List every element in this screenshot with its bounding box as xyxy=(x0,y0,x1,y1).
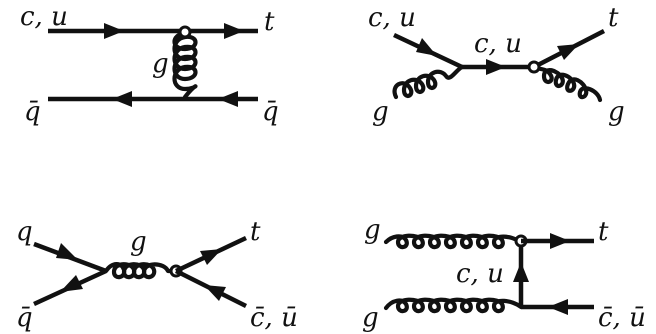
gluon-propagator xyxy=(172,30,198,100)
label-out-antiquark: q̄ xyxy=(262,97,279,127)
gluon-propagator xyxy=(103,262,177,280)
label-propagator: c, u xyxy=(456,259,504,289)
arrow-in xyxy=(56,243,78,260)
diagram-3: q g t q̄ c̄, ū xyxy=(16,217,298,333)
gluon-bottom xyxy=(383,297,524,314)
arrow-back xyxy=(60,275,83,292)
vertex xyxy=(527,60,541,74)
arrow-out xyxy=(557,44,579,60)
label-in-gluon-bottom: g xyxy=(362,303,379,333)
label-in-quark: c, u xyxy=(368,3,416,33)
label-in-gluon: g xyxy=(372,97,389,127)
label-out-top: t xyxy=(250,217,261,247)
label-out-antiquark: c̄, ū xyxy=(598,303,646,333)
label-in-quark: c, u xyxy=(20,2,68,32)
label-out-antiquark: c̄, ū xyxy=(250,303,298,333)
label-out-gluon: g xyxy=(608,97,625,127)
vertex xyxy=(178,25,192,39)
arrow-right xyxy=(486,59,506,75)
arrow-left xyxy=(112,91,132,107)
label-out-top: t xyxy=(264,7,275,37)
label-gluon: g xyxy=(130,227,147,257)
label-in-gluon-top: g xyxy=(364,215,381,245)
arrow-right xyxy=(550,233,570,249)
gluon-incoming xyxy=(392,64,465,100)
arrow-right xyxy=(224,23,244,39)
label-in-antiquark: q̄ xyxy=(16,303,33,333)
label-out-top: t xyxy=(598,217,609,247)
arrow-back xyxy=(204,285,226,301)
gluon-top xyxy=(383,233,521,250)
label-out-top: t xyxy=(608,3,619,33)
arrow-up xyxy=(513,262,529,282)
arrow-left xyxy=(218,91,238,107)
arrow-in xyxy=(416,38,437,56)
arrow-left xyxy=(548,299,568,315)
diagram-2: c, u c, u t g g xyxy=(368,3,625,127)
label-in-quark: q xyxy=(16,217,33,247)
label-in-antiquark: q̄ xyxy=(24,97,41,127)
label-propagator: c, u xyxy=(474,29,522,59)
arrow-right xyxy=(104,23,124,39)
label-gluon: g xyxy=(152,49,169,79)
diagram-4: g t c, u g c̄, ū xyxy=(362,215,646,333)
gluon-outgoing xyxy=(531,64,603,103)
arrow-out xyxy=(200,249,222,265)
diagram-1: c, u t g q̄ q̄ xyxy=(20,2,279,127)
